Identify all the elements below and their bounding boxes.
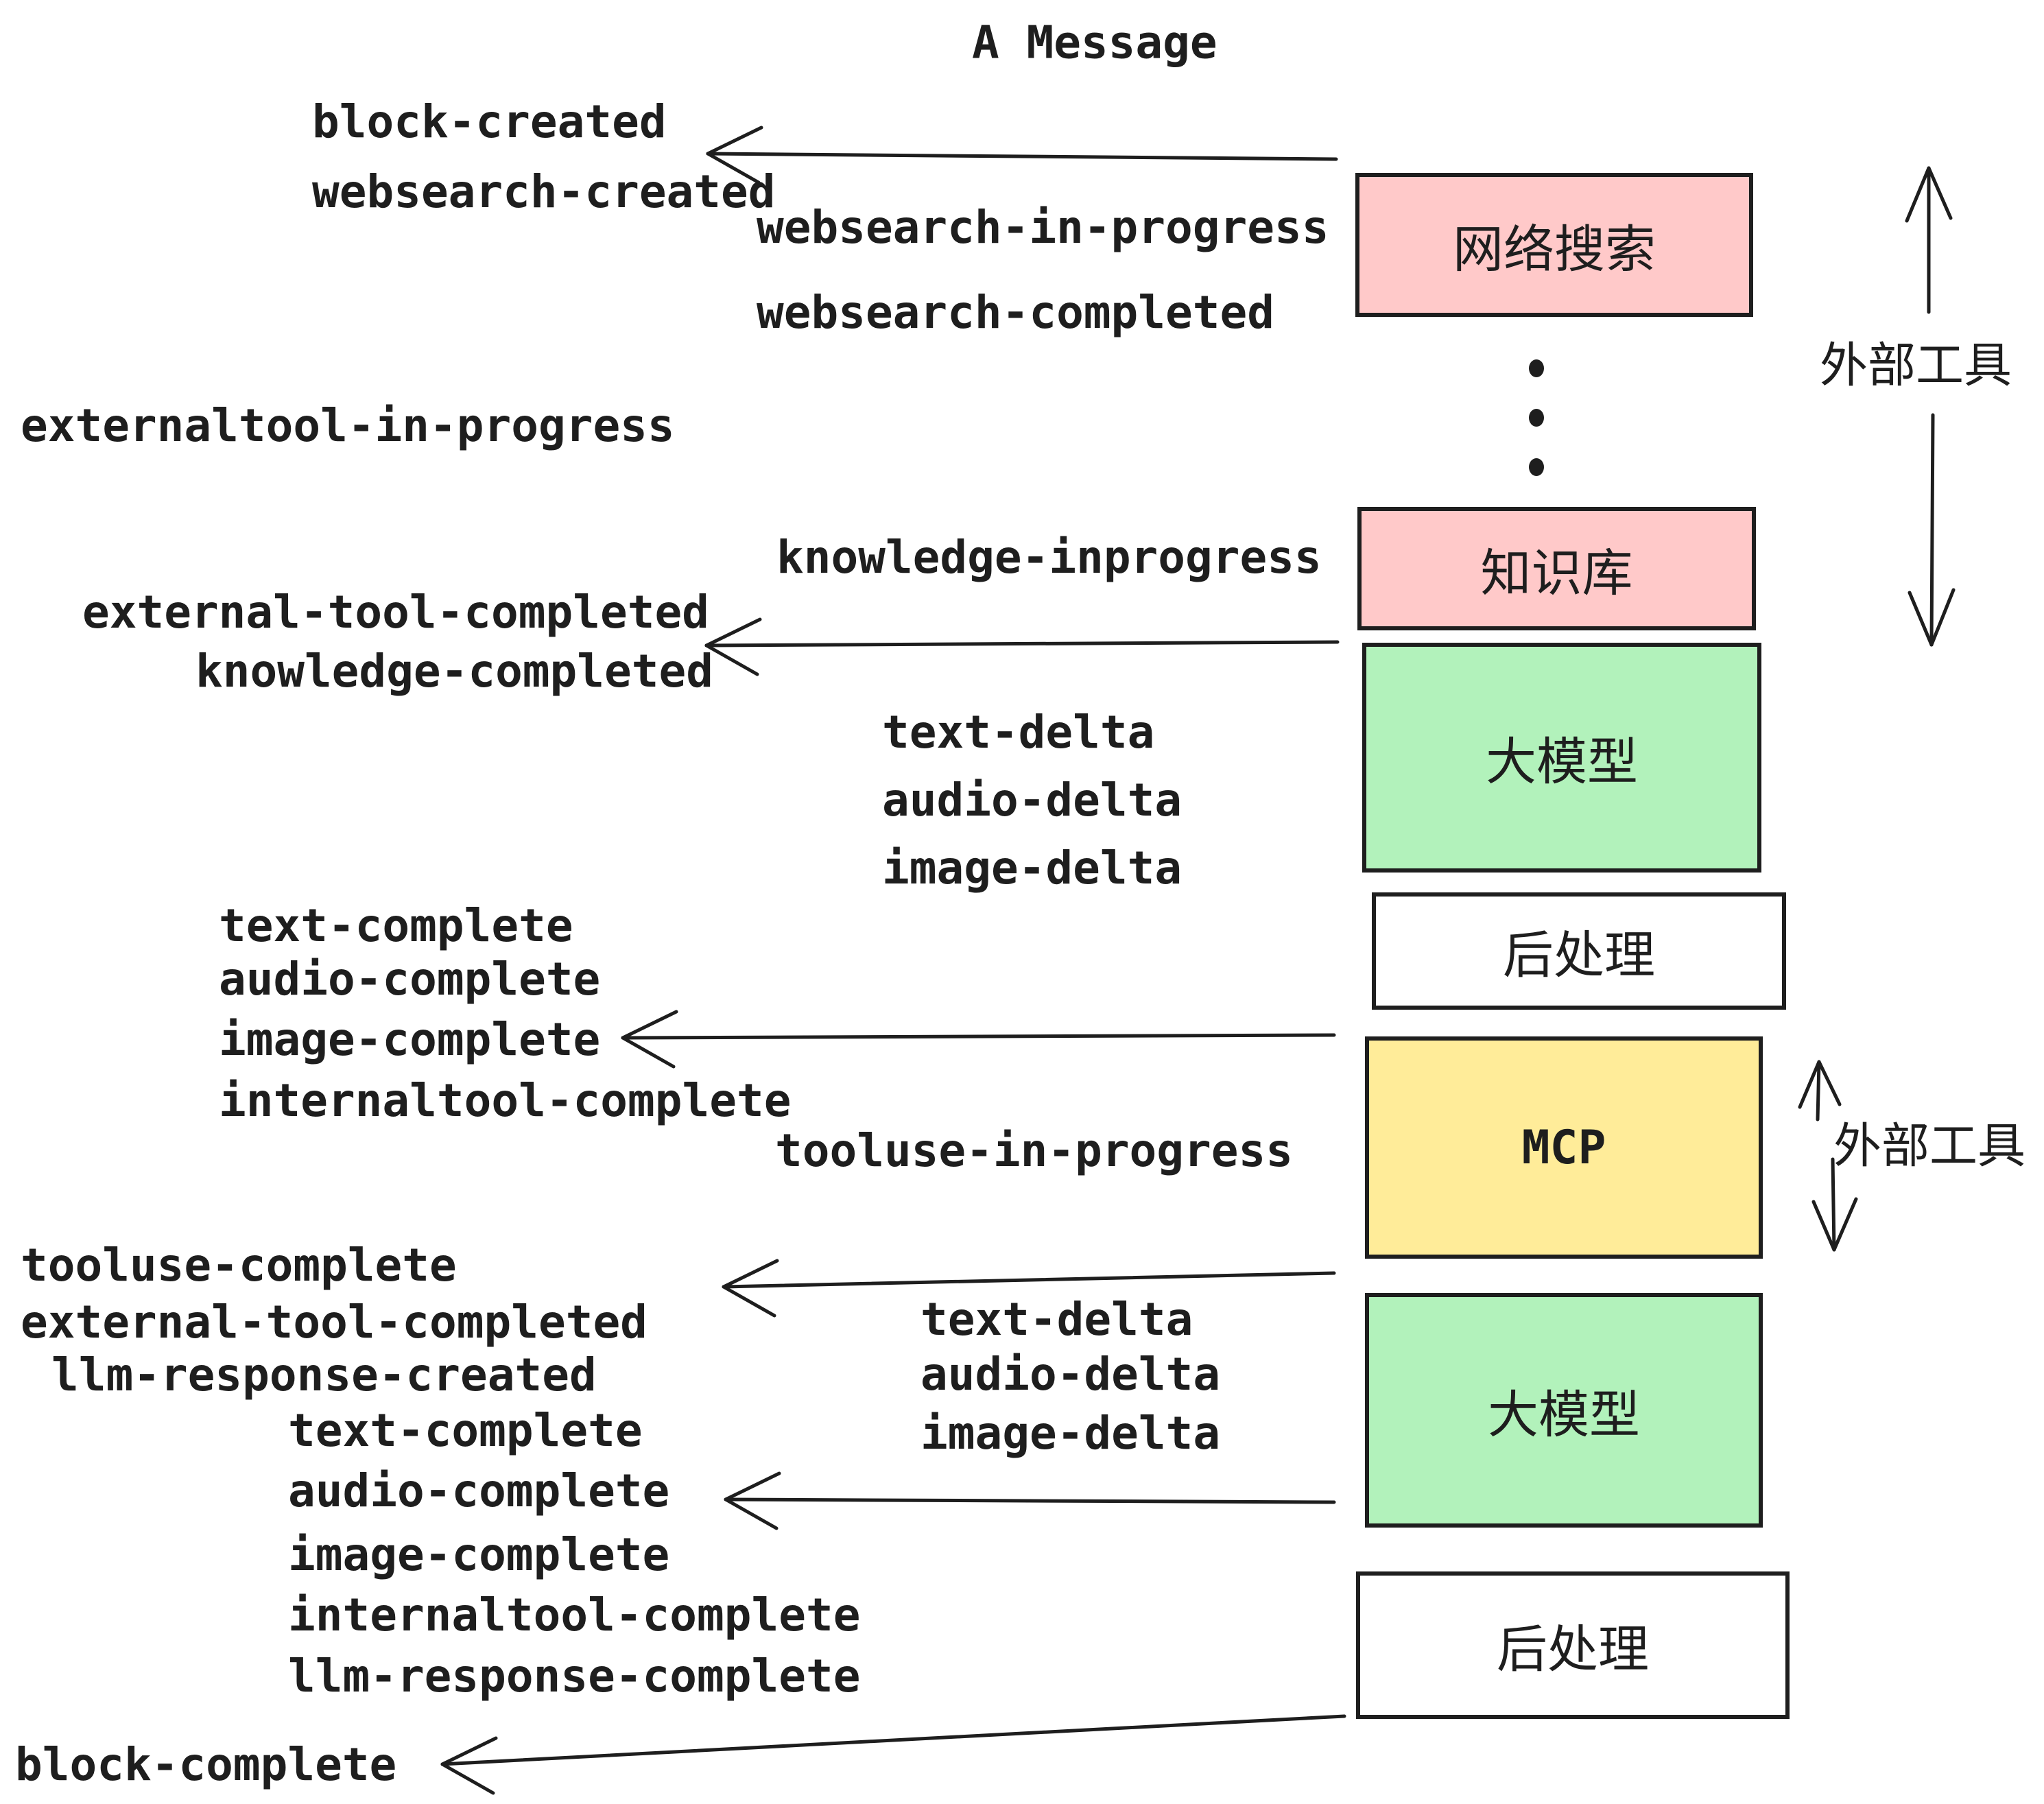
side-label-external-tools-1: 外部工具 — [1820, 337, 2012, 394]
event-text-complete-2: text-complete — [288, 1404, 643, 1457]
arrow-image-complete — [621, 1010, 1336, 1069]
box-mcp-label: MCP — [1521, 1120, 1606, 1175]
box-llm-1: 大模型 — [1362, 643, 1761, 873]
box-postprocess-1: 后处理 — [1372, 892, 1786, 1010]
side-label-external-tools-2: 外部工具 — [1833, 1117, 2025, 1174]
event-external-tool-completed-1: external-tool-completed — [82, 586, 709, 639]
box-knowledge: 知识库 — [1357, 507, 1756, 630]
arrow-block-created — [706, 126, 1338, 185]
event-image-delta-2: image-delta — [920, 1407, 1221, 1460]
event-audio-delta-1: audio-delta — [882, 774, 1183, 827]
event-websearch-created: websearch-created — [312, 165, 776, 218]
box-websearch: 网络搜索 — [1355, 173, 1753, 317]
box-postprocess-1-label: 后处理 — [1503, 926, 1655, 985]
box-postprocess-2-label: 后处理 — [1497, 1620, 1649, 1679]
arrow-external-tools-up-1 — [1905, 166, 1953, 314]
event-text-delta-2: text-delta — [920, 1293, 1193, 1346]
diagram-title: A Message — [972, 16, 1217, 69]
event-internaltool-complete-2: internaltool-complete — [288, 1589, 861, 1641]
ellipsis-dots — [1529, 359, 1544, 476]
event-tooluse-complete: tooluse-complete — [21, 1239, 457, 1292]
event-image-delta-1: image-delta — [882, 842, 1183, 894]
arrow-external-tools-down-1 — [1908, 413, 1956, 647]
event-knowledge-completed: knowledge-completed — [195, 645, 713, 698]
event-internaltool-complete-1: internaltool-complete — [219, 1074, 792, 1127]
event-llm-response-created: llm-response-created — [51, 1349, 597, 1401]
box-llm-2: 大模型 — [1365, 1293, 1763, 1528]
event-external-tool-completed-2: external-tool-completed — [21, 1296, 647, 1349]
event-llm-response-complete: llm-response-complete — [288, 1650, 861, 1702]
box-postprocess-2: 后处理 — [1356, 1571, 1790, 1719]
event-websearch-in-progress: websearch-in-progress — [757, 201, 1329, 254]
arrow-block-complete — [440, 1714, 1346, 1795]
arrow-knowledge-completed — [704, 617, 1340, 676]
event-text-delta-1: text-delta — [882, 706, 1155, 759]
box-knowledge-label: 知识库 — [1480, 543, 1633, 603]
arrow-audio-complete — [724, 1471, 1336, 1530]
arrow-tooluse-complete — [722, 1259, 1336, 1318]
event-audio-complete-1: audio-complete — [219, 953, 601, 1006]
event-audio-complete-2: audio-complete — [288, 1464, 670, 1517]
event-block-complete: block-complete — [15, 1738, 397, 1791]
box-websearch-label: 网络搜索 — [1453, 219, 1656, 279]
event-image-complete-1: image-complete — [219, 1013, 601, 1066]
arrow-external-tools-up-2 — [1798, 1060, 1842, 1121]
box-llm-1-label: 大模型 — [1486, 733, 1638, 792]
box-llm-2-label: 大模型 — [1488, 1385, 1640, 1445]
event-knowledge-inprogress: knowledge-inprogress — [776, 531, 1322, 584]
event-websearch-completed: websearch-completed — [757, 286, 1274, 339]
box-mcp: MCP — [1365, 1036, 1763, 1259]
arrow-external-tools-down-2 — [1811, 1157, 1858, 1252]
event-image-complete-2: image-complete — [288, 1528, 670, 1581]
event-externaltool-in-progress: externaltool-in-progress — [21, 399, 675, 452]
event-audio-delta-2: audio-delta — [920, 1348, 1221, 1401]
event-block-created: block-created — [312, 95, 667, 148]
event-tooluse-in-progress: tooluse-in-progress — [775, 1124, 1293, 1177]
event-text-complete-1: text-complete — [219, 899, 573, 952]
